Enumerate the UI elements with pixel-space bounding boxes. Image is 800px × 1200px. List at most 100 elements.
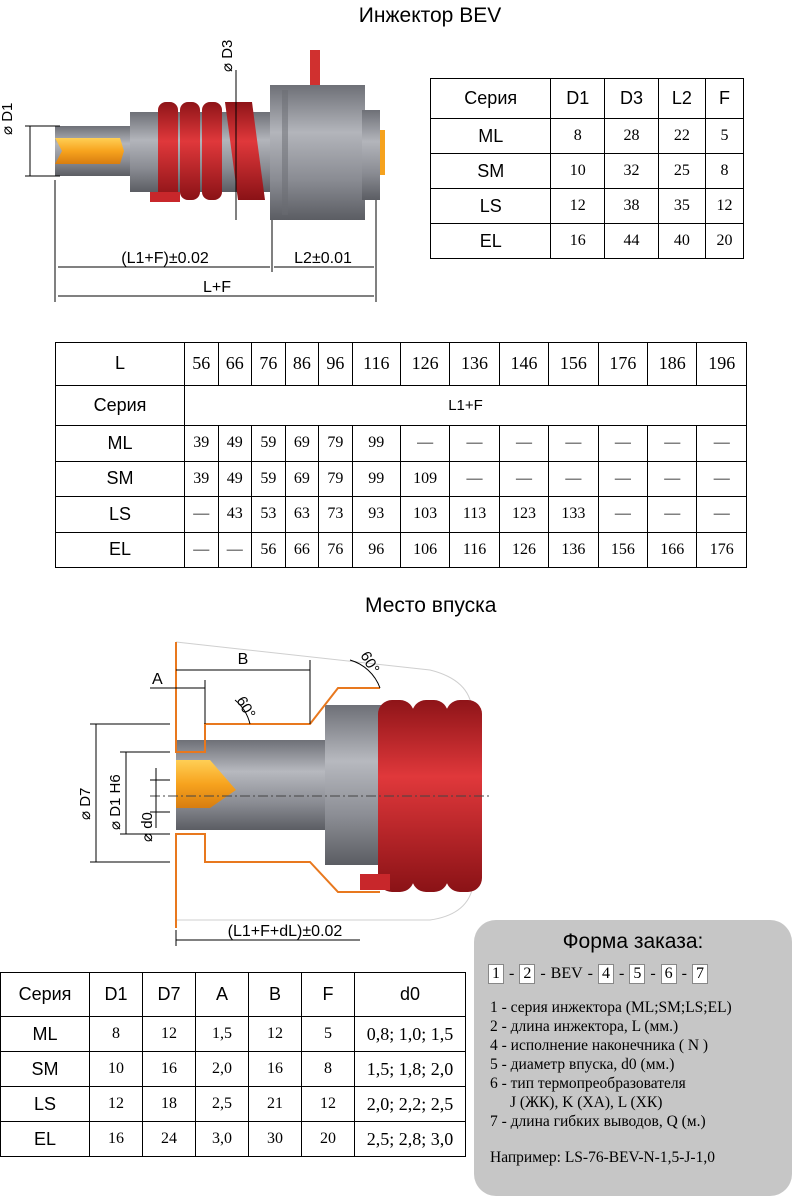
series-header: Серия [55,384,185,427]
value-cell: 59 [251,460,286,498]
value-cell: 2,0; 2,2; 2,5 [354,1086,466,1122]
value-cell: 126 [498,531,550,568]
value-cell: 16 [550,223,606,259]
legend-line: 1 - серия инжектора (ML;SM;LS;EL) [490,999,732,1016]
value-cell: — [548,425,599,462]
series-cell: LS [0,1086,90,1122]
value-cell: 1,5; 1,8; 2,0 [354,1051,466,1087]
code-field-1: 1 [488,964,504,984]
l-value: 136 [449,342,500,386]
value-cell: 5 [704,118,745,154]
code-field-2: 2 [519,964,536,984]
series-cell: SM [429,153,552,189]
value-cell: 69 [284,460,320,498]
d7-label: ⌀ D7 [77,788,94,820]
legend-line: 4 - исполнение наконечника ( N ) [490,1037,709,1054]
legend-line: J (ЖК), K (ХА), L (ХК) [510,1094,663,1111]
col-header: D7 [142,972,196,1017]
value-cell: 2,0 [195,1051,249,1087]
value-cell: 30 [248,1121,302,1157]
order-form-panel: Форма заказа: 1 - 2 - BEV - 4 - 5 - 6 - … [474,920,792,1196]
col-header: D1 [89,972,143,1017]
value-cell: 2,5; 2,8; 3,0 [354,1121,466,1157]
l-value: 186 [647,342,698,386]
col-header: d0 [354,972,466,1017]
code-field-6: 6 [660,964,677,984]
value-cell: — [597,460,649,498]
l-value: 126 [399,342,451,386]
value-cell: 12 [142,1016,196,1052]
code-field-5: 5 [629,964,646,984]
value-cell: 103 [399,496,451,533]
value-cell: — [217,531,253,568]
value-cell: 12 [248,1016,302,1052]
value-cell: 12 [704,188,745,224]
value-cell: 59 [251,425,286,462]
value-cell: 0,8; 1,0; 1,5 [354,1016,466,1052]
legend-line: 7 - длина гибких выводов, Q (м.) [490,1113,706,1130]
value-cell: 8 [704,153,745,189]
series-cell: EL [0,1121,90,1157]
value-cell: 16 [248,1051,302,1087]
value-cell: — [184,496,219,533]
d3-label: ⌀ D3 [219,40,236,72]
value-cell: 99 [351,425,401,462]
title-injector: Инжектор BEV [358,4,502,27]
value-cell: 96 [351,531,401,568]
value-cell: — [696,460,747,498]
heater-coil [378,700,414,892]
l-value: 86 [284,342,320,386]
l-value: 96 [318,342,353,386]
dim-a: A [152,671,163,688]
value-cell: 76 [318,531,353,568]
l-value: 146 [498,342,550,386]
value-cell: 8 [550,118,606,154]
value-cell: 28 [604,118,659,154]
l-value: 176 [597,342,649,386]
value-cell: 22 [657,118,706,154]
value-cell: 123 [498,496,550,533]
heater-coil [158,102,178,200]
d0-label: ⌀ d0 [139,812,156,842]
l1f-header: L1+F [184,384,747,427]
value-cell: 5 [301,1016,355,1052]
value-cell: 20 [704,223,745,259]
value-cell: 49 [217,425,253,462]
injector-drawing: ⌀ D1 ⌀ D3 (L1+F)±0.02 L2±0.01 L+F [0,40,385,302]
order-legend: 1 - серия инжектора (ML;SM;LS;EL) 2 - дл… [490,998,792,1131]
value-cell: 35 [657,188,706,224]
value-cell: 18 [142,1086,196,1122]
value-cell: 66 [284,531,320,568]
col-header: Серия [0,972,90,1017]
value-cell: 12 [301,1086,355,1122]
value-cell: 8 [301,1051,355,1087]
value-cell: 43 [217,496,253,533]
series-cell: LS [429,188,552,224]
l-value: 196 [696,342,747,386]
col-header: Серия [429,78,552,119]
l1f-tolerance: (L1+F)±0.02 [121,250,209,267]
col-header: D3 [604,78,659,119]
value-cell: — [647,460,698,498]
legend-line: 5 - диаметр впуска, d0 (мм.) [490,1056,675,1073]
value-cell: 21 [248,1086,302,1122]
l-value: 116 [351,342,401,386]
value-cell: 10 [550,153,606,189]
value-cell: — [647,496,698,533]
value-cell: 20 [301,1121,355,1157]
l-value: 56 [184,342,219,386]
value-cell: 25 [657,153,706,189]
inlet-drawing: B A 60° 60° ⌀ D7 ⌀ D1 H6 ⌀ d0 (L1+F+dL)±… [77,641,490,946]
order-code-template: 1 - 2 - BEV - 4 - 5 - 6 - 7 [488,964,792,984]
series-cell: LS [55,496,185,533]
value-cell: 63 [284,496,320,533]
lf-dimension: L+F [203,279,231,296]
series-cell: EL [429,223,552,259]
value-cell: — [696,496,747,533]
